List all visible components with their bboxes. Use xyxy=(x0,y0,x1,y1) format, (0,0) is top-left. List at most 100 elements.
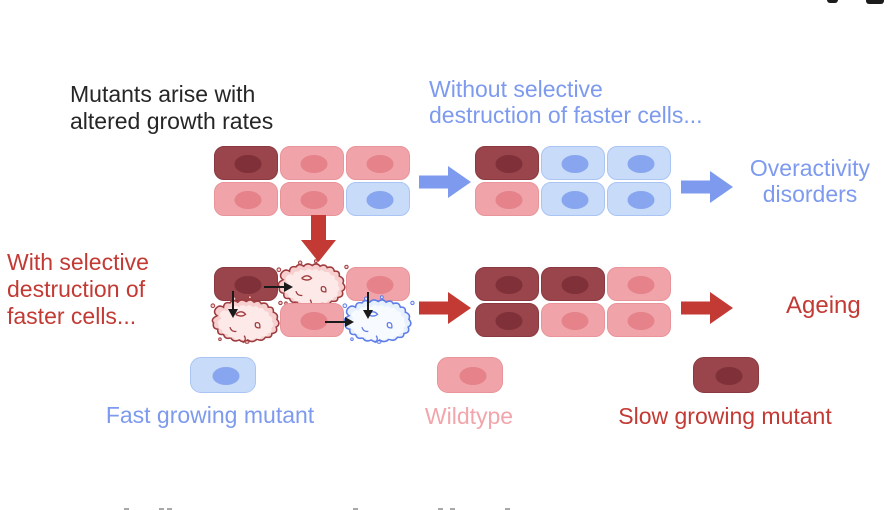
legend-swatch-fast-mutant xyxy=(190,357,256,393)
cell-nucleus xyxy=(627,190,655,209)
cell-row xyxy=(210,295,415,344)
cropped-text-fragment-bottom xyxy=(505,508,510,510)
slow-mutant-cell xyxy=(541,267,605,301)
cell-nucleus xyxy=(561,154,589,173)
blue-right-arrow-to-overactivity xyxy=(681,171,733,203)
cell-nucleus xyxy=(627,275,655,294)
cell-nucleus xyxy=(300,190,328,209)
legend-swatch-slow-mutant xyxy=(693,357,759,393)
heading-line: Mutants arise with xyxy=(70,81,256,107)
cell-row xyxy=(475,182,671,216)
cell-row xyxy=(475,303,671,337)
slow-mutant-cell xyxy=(475,146,539,180)
lysis-down-arrow xyxy=(228,291,238,318)
red-right-arrow-to-population xyxy=(419,292,471,324)
wildtype-cell xyxy=(280,303,344,337)
slow-mutant-cell xyxy=(475,267,539,301)
lysed-wildtype-cell xyxy=(210,295,283,344)
cropped-text-fragment-top xyxy=(866,0,884,4)
fast-mutant-cell xyxy=(346,182,410,216)
cell-group-ageing xyxy=(475,267,671,337)
wildtype-cell xyxy=(280,146,344,180)
cell-nucleus xyxy=(627,311,655,330)
wildtype-cell xyxy=(437,357,503,393)
lysed-cell-shape xyxy=(342,295,415,344)
cell-nucleus xyxy=(366,275,394,294)
cropped-text-fragment-bottom xyxy=(159,508,164,510)
red-down-arrow-selective-destruction xyxy=(301,215,336,262)
cell-row xyxy=(475,267,671,301)
heading-line: destruction of xyxy=(7,276,146,302)
legend-label-slow-mutant: Slow growing mutant xyxy=(618,403,832,429)
cell-group-without-destruction xyxy=(475,146,671,216)
heading-line: destruction of faster cells... xyxy=(429,102,703,128)
slow-mutant-cell xyxy=(693,357,759,393)
fast-mutant-cell xyxy=(541,182,605,216)
cell-nucleus xyxy=(495,311,523,330)
cropped-text-fragment-bottom xyxy=(167,508,172,510)
blue-right-arrow-to-population xyxy=(419,166,471,198)
cell-row xyxy=(214,182,410,216)
cell-nucleus xyxy=(300,154,328,173)
cropped-text-fragment-bottom xyxy=(450,508,455,510)
heading-mutants-arise: Mutants arise with altered growth rates xyxy=(70,81,273,135)
wildtype-cell xyxy=(475,182,539,216)
lysis-down-arrow xyxy=(363,292,373,319)
cell-nucleus xyxy=(459,366,487,385)
cell-nucleus xyxy=(234,190,262,209)
cropped-text-fragment-top xyxy=(827,0,838,3)
wildtype-cell xyxy=(214,182,278,216)
lysis-right-arrow xyxy=(264,282,293,292)
cell-row xyxy=(475,146,671,180)
cell-nucleus xyxy=(627,154,655,173)
slow-mutant-cell xyxy=(475,303,539,337)
cell-nucleus xyxy=(366,154,394,173)
cell-nucleus xyxy=(234,275,262,294)
label-ageing: Ageing xyxy=(786,292,861,319)
cell-nucleus xyxy=(495,190,523,209)
cell-nucleus xyxy=(561,190,589,209)
slow-mutant-cell xyxy=(214,146,278,180)
cell-row xyxy=(214,146,410,180)
label-overactivity-disorders: Overactivity disorders xyxy=(728,155,892,207)
cell-row xyxy=(214,259,410,308)
legend-label-fast-mutant: Fast growing mutant xyxy=(105,402,315,428)
fast-mutant-cell xyxy=(607,182,671,216)
wildtype-cell xyxy=(280,182,344,216)
heading-without-destruction: Without selective destruction of faster … xyxy=(429,76,703,128)
heading-line: altered growth rates xyxy=(70,108,274,134)
cropped-text-fragment-bottom xyxy=(438,508,443,510)
heading-line: faster cells... xyxy=(7,303,137,329)
cell-nucleus xyxy=(561,311,589,330)
cell-nucleus xyxy=(495,275,523,294)
heading-line: Without selective xyxy=(429,76,603,102)
cropped-text-fragment-bottom xyxy=(353,508,358,510)
wildtype-cell xyxy=(541,303,605,337)
cell-nucleus xyxy=(495,154,523,173)
wildtype-cell xyxy=(607,267,671,301)
cropped-text-fragment-bottom xyxy=(124,508,129,510)
fast-mutant-cell xyxy=(541,146,605,180)
fast-mutant-cell xyxy=(190,357,256,393)
wildtype-cell xyxy=(346,267,410,301)
heading-line: With selective xyxy=(7,249,149,275)
cell-nucleus xyxy=(300,311,328,330)
cell-group-initial xyxy=(214,146,410,216)
wildtype-cell xyxy=(607,303,671,337)
cell-nucleus xyxy=(366,190,394,209)
legend-swatch-wildtype xyxy=(437,357,503,393)
cell-nucleus xyxy=(561,275,589,294)
cell-group-with-destruction xyxy=(210,259,415,344)
heading-line: disorders xyxy=(762,181,858,207)
lysis-right-arrow xyxy=(325,317,354,327)
lysed-cell-shape xyxy=(210,295,283,344)
heading-line: Overactivity xyxy=(749,155,871,181)
wildtype-cell xyxy=(346,146,410,180)
red-right-arrow-to-ageing xyxy=(681,292,733,324)
lysed-fast-mutant-cell xyxy=(342,295,415,344)
cell-nucleus xyxy=(234,154,262,173)
cell-nucleus xyxy=(715,366,743,385)
slow-mutant-cell xyxy=(214,267,278,301)
heading-with-destruction: With selective destruction of faster cel… xyxy=(7,249,149,330)
